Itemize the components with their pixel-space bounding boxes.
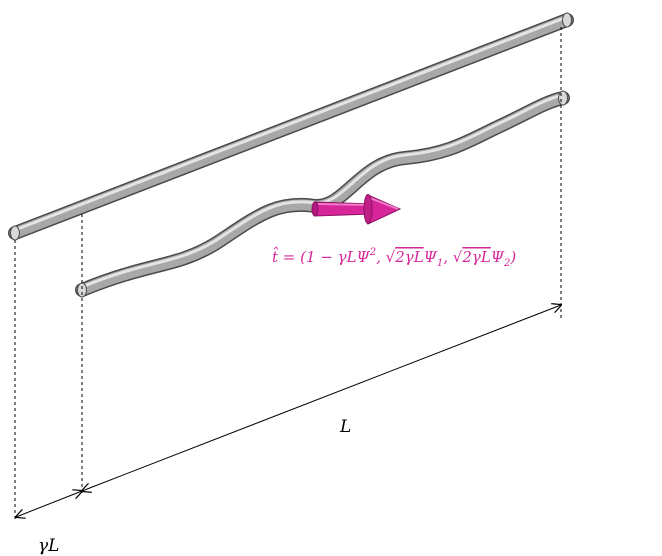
offset-label: γL	[38, 536, 59, 556]
equation-psi-1: Ψ	[424, 248, 438, 266]
equation-sqrt-2-arg: 2γL	[461, 248, 491, 266]
length-dimension-arrow	[82, 305, 561, 491]
equation-sqrt-1-symbol: √	[386, 248, 396, 266]
equation-psi-2: Ψ	[491, 248, 505, 266]
equation-lhs: t̂ = (1 − γLΨ	[272, 247, 371, 266]
straight-rod	[8, 12, 574, 241]
equation-comma-2: ,	[443, 248, 453, 266]
straight-rod-end-left	[10, 225, 20, 241]
equation-sub-1: 1	[437, 258, 443, 269]
projection-lines	[14, 27, 562, 520]
equation-comma-1: ,	[376, 248, 386, 266]
equation-close: )	[509, 248, 516, 266]
length-label: L	[339, 417, 351, 437]
tangent-equation: t̂ = (1 − γLΨ2, √2γLΨ1, √2γLΨ2)	[272, 247, 516, 269]
equation-sqrt-1-arg: 2γL	[394, 248, 424, 266]
dimension-arrows	[16, 305, 561, 517]
equation-sqrt-2-symbol: √	[453, 248, 463, 266]
tangent-arrow	[311, 194, 402, 225]
wavy-rod-end-right	[558, 90, 568, 106]
wavy-rod	[75, 90, 570, 298]
equation-sup: 2	[369, 247, 376, 258]
offset-dimension-arrow	[16, 491, 82, 517]
equation-sub-2: 2	[503, 258, 510, 269]
straight-rod-end-right	[562, 12, 572, 28]
